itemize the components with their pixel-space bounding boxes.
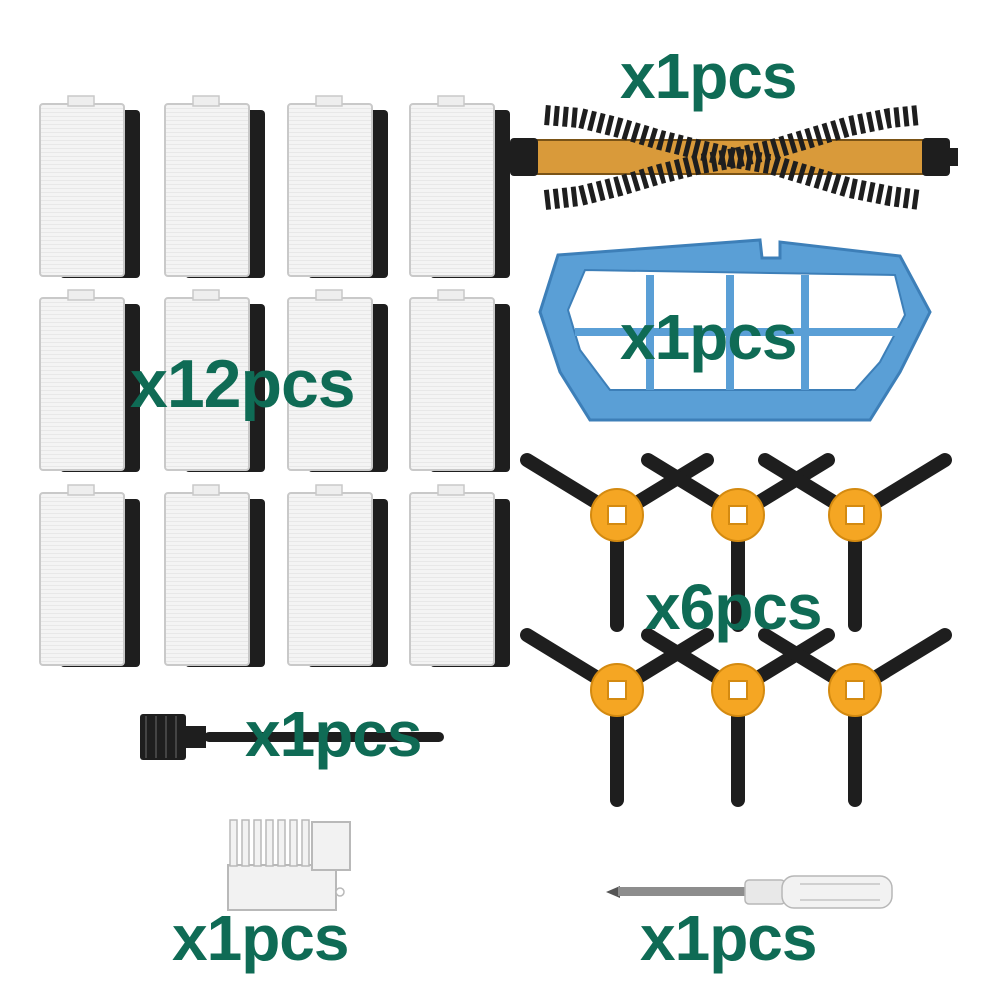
side-brushes-quantity-label: x6pcs (645, 571, 822, 643)
cleaning-comb-tool-icon (227, 819, 351, 911)
cleaning-brush-icon (140, 714, 444, 760)
screwdriver-icon (606, 875, 893, 909)
screwdriver-quantity-label: x1pcs (640, 902, 817, 974)
roller-brush-quantity-label: x1pcs (620, 40, 797, 112)
cleaning-brush-quantity-label: x1pcs (245, 698, 422, 770)
primary-filter-icon (538, 238, 932, 422)
filters-quantity-label: x12pcs (130, 346, 356, 422)
comb-tool-quantity-label: x1pcs (172, 902, 349, 974)
main-roller-brush-icon (510, 105, 958, 210)
primary-filter-quantity-label: x1pcs (620, 301, 797, 373)
